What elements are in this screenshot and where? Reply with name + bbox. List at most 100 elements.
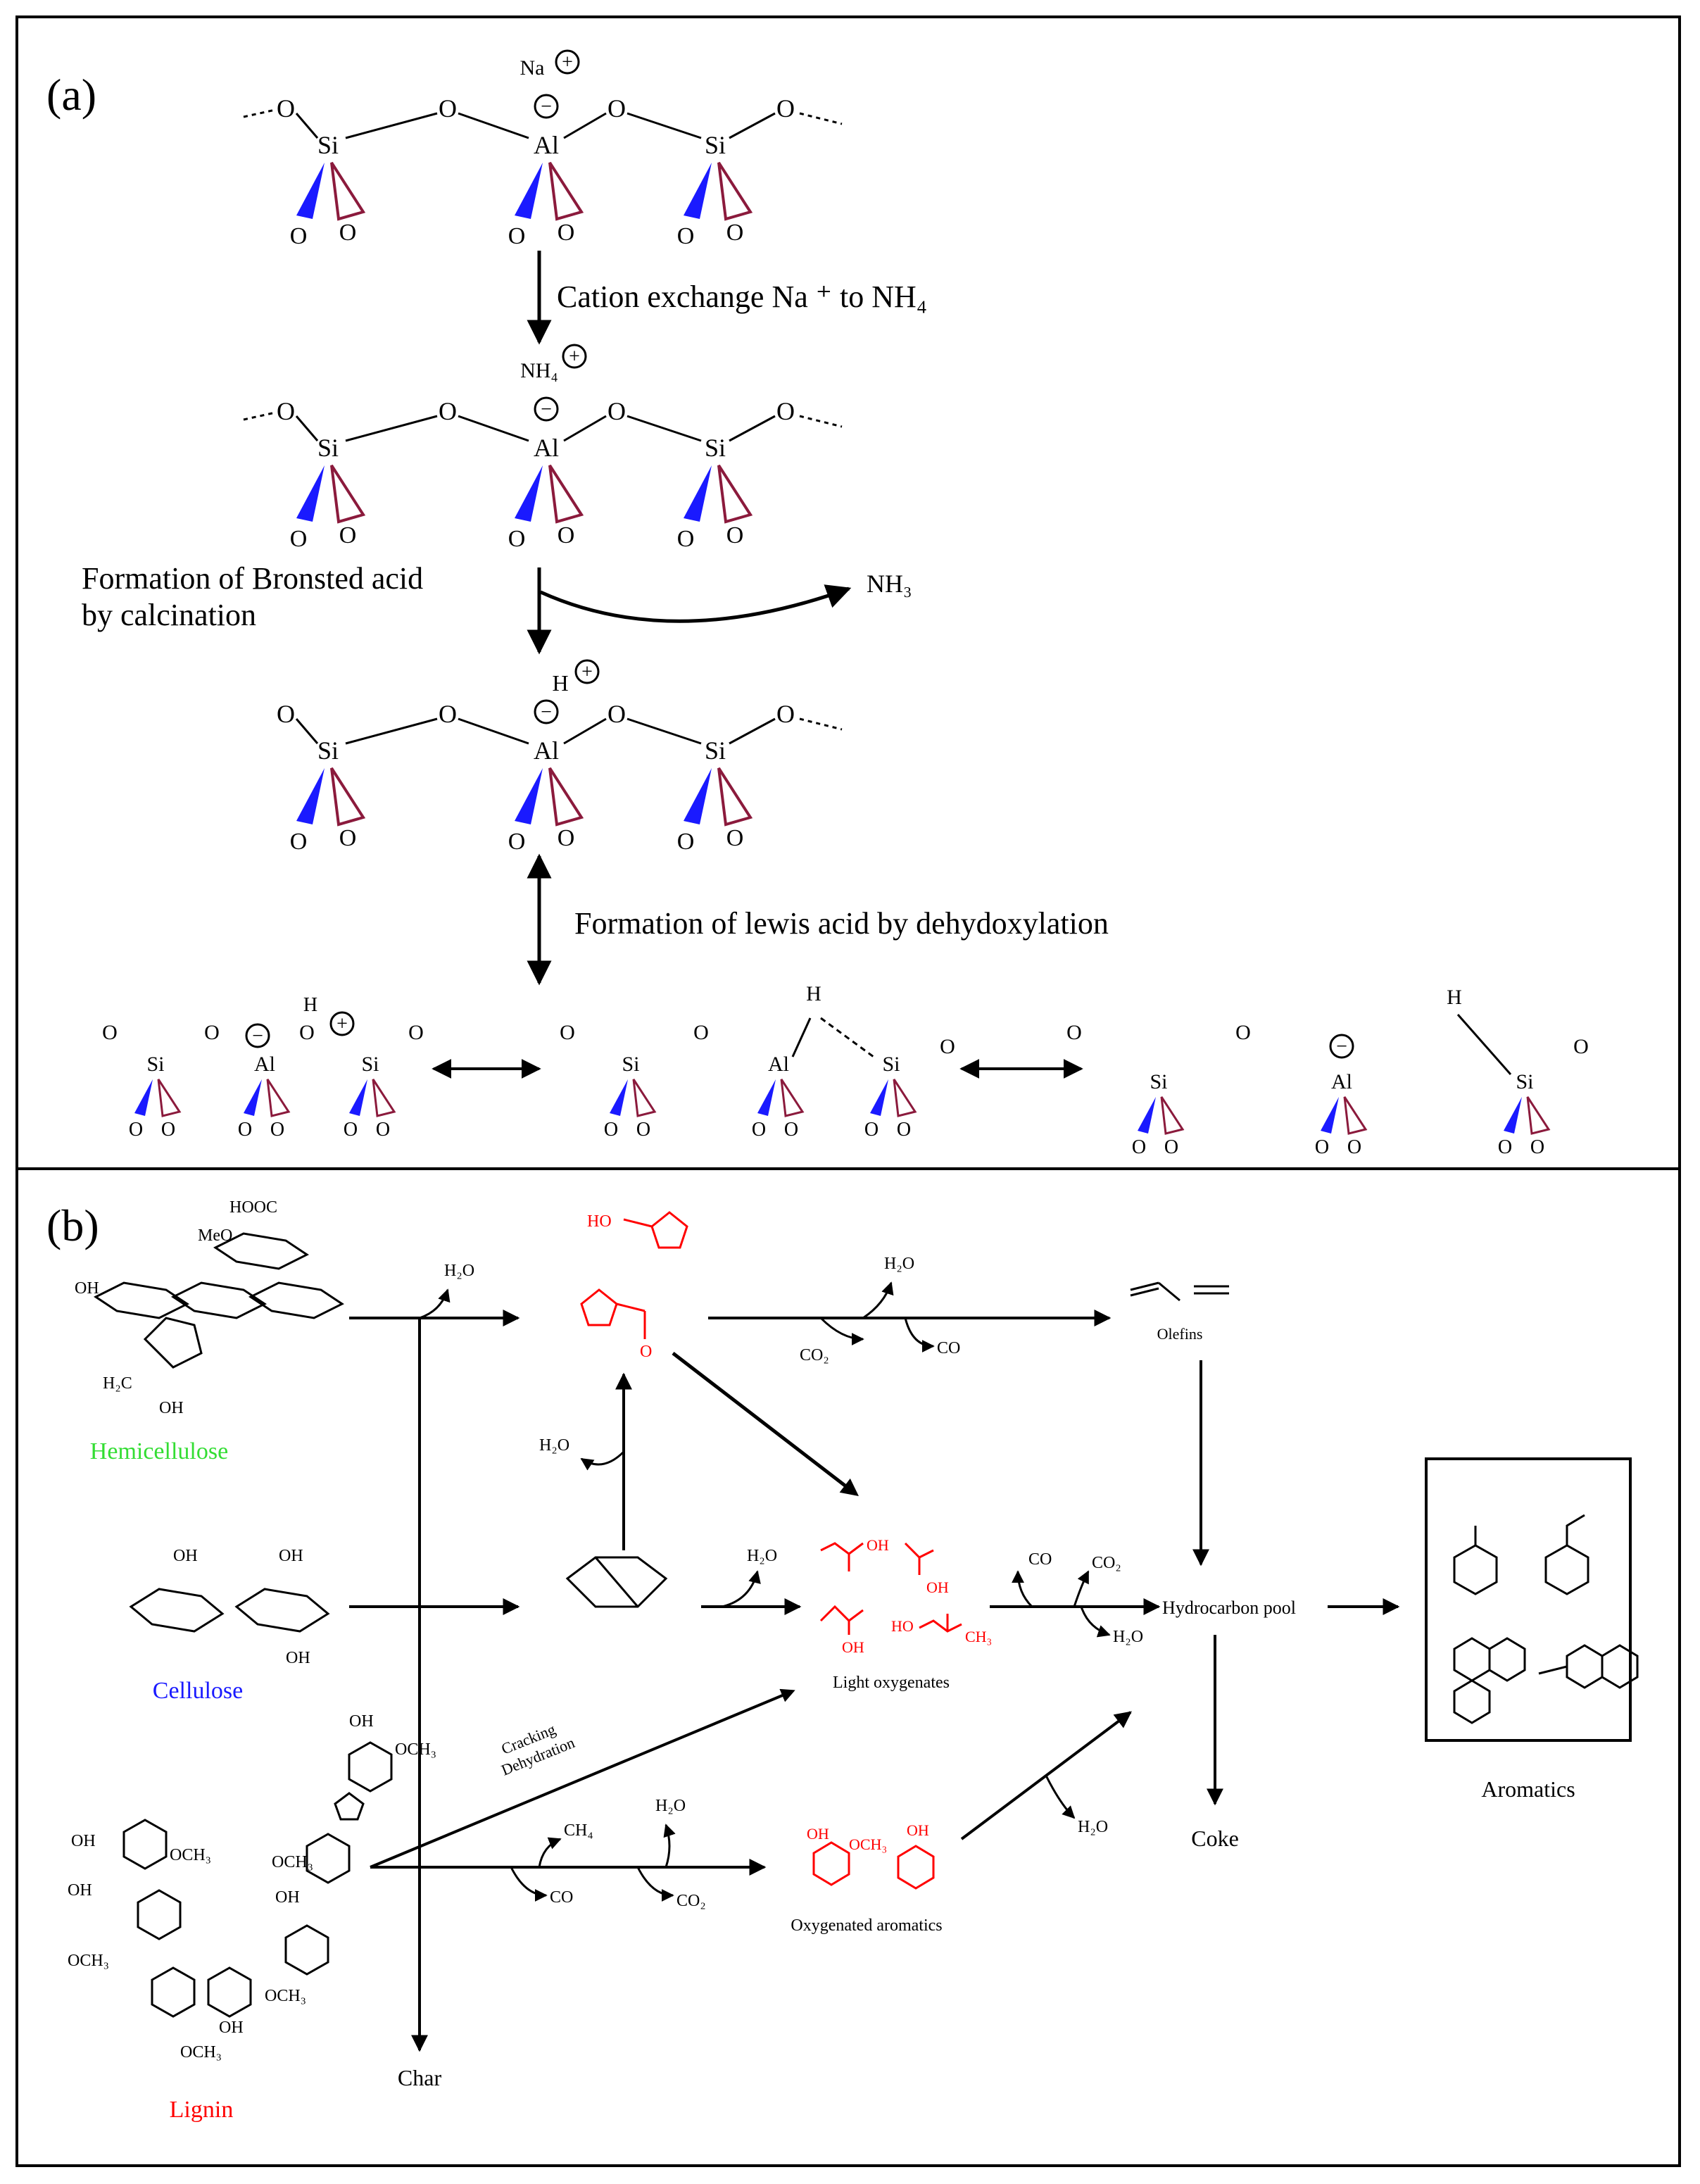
lo-ho-label: HO [891,1617,914,1635]
al-tetrahedron-o-bottom-right: O [558,522,575,548]
si1-tetrahedron-o-bottom-right: O [339,522,357,548]
f2-si-1: Si [622,1053,639,1076]
f1-al-o-1: O [238,1119,252,1141]
co2-2: CO₂ [1092,1554,1121,1572]
si1-tetrahedron-wedge-blue [296,768,325,824]
al-atom: Al [534,434,559,462]
bond [627,415,702,442]
f1-al: Al [254,1053,275,1076]
bond [345,717,438,745]
f3-si1-o-2: O [1164,1136,1178,1158]
f1-si-1: Si [146,1053,164,1076]
f3-si-1: Si [1150,1070,1167,1093]
bond [729,717,776,745]
o-right: O [776,700,795,728]
f2-al-wedge-maroon [780,1079,805,1117]
h2o-loss-6 [663,1824,676,1868]
f3-si2-wedge-maroon [1526,1096,1551,1135]
al-negative-charge-circle [534,396,559,422]
chain-continuation-right [799,112,843,125]
si1-tetrahedron-wedge-maroon [330,161,366,221]
f1-h: H [303,994,317,1016]
o-left: O [277,700,295,728]
al-tetrahedron-o-bottom-left: O [508,223,526,249]
na-plus-charge-circle [555,49,580,75]
f1-o-positive-circle [329,1011,355,1036]
co-loss-2 [1012,1570,1033,1608]
f2-al-o-2: O [784,1119,798,1141]
al-atom: Al [534,131,559,159]
hemicellulose-label: Hemicellulose [90,1438,228,1464]
o-bridge-1: O [439,94,457,123]
f2-al-o-1: O [752,1119,766,1141]
h2o-loss-2 [862,1281,894,1319]
cell-oh-1: OH [173,1547,198,1565]
si2-tetrahedron-o-bottom-right: O [726,522,744,548]
f1-o-protonated: O [299,1021,315,1044]
furan-ho-label: HO [587,1212,612,1231]
nh3-release-arrow [539,584,852,623]
si1-tetrahedron-wedge-blue [296,163,325,219]
f3-si2-o-1: O [1498,1136,1512,1158]
hydrocarbon-pool-label: Hydrocarbon pool [1162,1598,1296,1618]
si-atom-1: Si [317,736,339,765]
f3-si2-o-2: O [1530,1136,1544,1158]
f1-si2-o-1: O [344,1119,358,1141]
si2-tetrahedron-o-bottom-left: O [677,829,695,855]
f1-si2-o-2: O [376,1119,390,1141]
co2-loss-1 [819,1317,864,1345]
si-atom-2: Si [705,131,726,159]
f1-o-positive-sign: + [336,1013,348,1035]
si2-tetrahedron-o-bottom-right: O [726,220,744,246]
char-label: Char [398,2065,442,2090]
lig-och3-1: OCH₃ [395,1740,436,1759]
bond [458,112,529,139]
al-tetrahedron-wedge-maroon [548,464,584,524]
al-tetrahedron-wedge-maroon [548,161,584,221]
olefins-label: Olefins [1157,1325,1203,1343]
f2-al-wedge-blue [757,1079,776,1116]
al-tetrahedron-wedge-blue [515,768,543,824]
hemi-oh-label: OH [75,1279,99,1298]
f1-si-2: Si [361,1053,379,1076]
al-negative-charge-circle [534,699,559,724]
co-loss-1 [904,1317,935,1353]
f1-o-left: O [102,1021,118,1044]
oxygenated-aromatics-structures [812,1841,935,1890]
al-tetrahedron-o-bottom-right: O [558,220,575,246]
f2-si1-o-2: O [636,1119,650,1141]
co-loss-3 [510,1866,548,1902]
al-tetrahedron-wedge-blue [515,465,543,522]
al-tetrahedron-o-bottom-right: O [558,825,575,851]
lig-oh-3: OH [71,1832,96,1850]
f1-al-wedge-blue [244,1079,262,1116]
cell-oh-2: OH [279,1547,303,1565]
f1-si1-o-1: O [129,1119,143,1141]
hemicellulose-structure [94,1232,344,1369]
lignin-to-oxygenates-arrow [370,1688,795,1869]
f3-si-2: Si [1516,1070,1533,1093]
si2-tetrahedron-wedge-blue [684,163,712,219]
nh3-label: NH₃ [867,570,912,598]
h2o-3: H₂O [539,1436,569,1455]
lignin-label: Lignin [170,2097,234,2123]
o-left: O [277,397,295,425]
al-negative-charge-sign: − [541,96,552,118]
f1-si1-o-2: O [161,1119,175,1141]
h2o-6: H₂O [655,1797,686,1815]
f2-al: Al [768,1053,789,1076]
h-plus-charge-circle [574,659,600,684]
lo-oh-2: OH [926,1579,949,1596]
lo-oh-1: OH [867,1536,889,1554]
bond [563,415,607,442]
step3-label: Formation of lewis acid by dehydoxylatio… [574,906,1109,941]
f3-h: H [1447,986,1462,1009]
bond [295,113,319,139]
meo-label: MeO [198,1226,232,1245]
si1-tetrahedron-wedge-maroon [330,464,366,524]
f3-si1-wedge-maroon [1160,1096,1185,1135]
o-right: O [776,397,795,425]
f2-al-h-bond [791,1017,812,1058]
f3-al-o-1: O [1315,1136,1329,1158]
